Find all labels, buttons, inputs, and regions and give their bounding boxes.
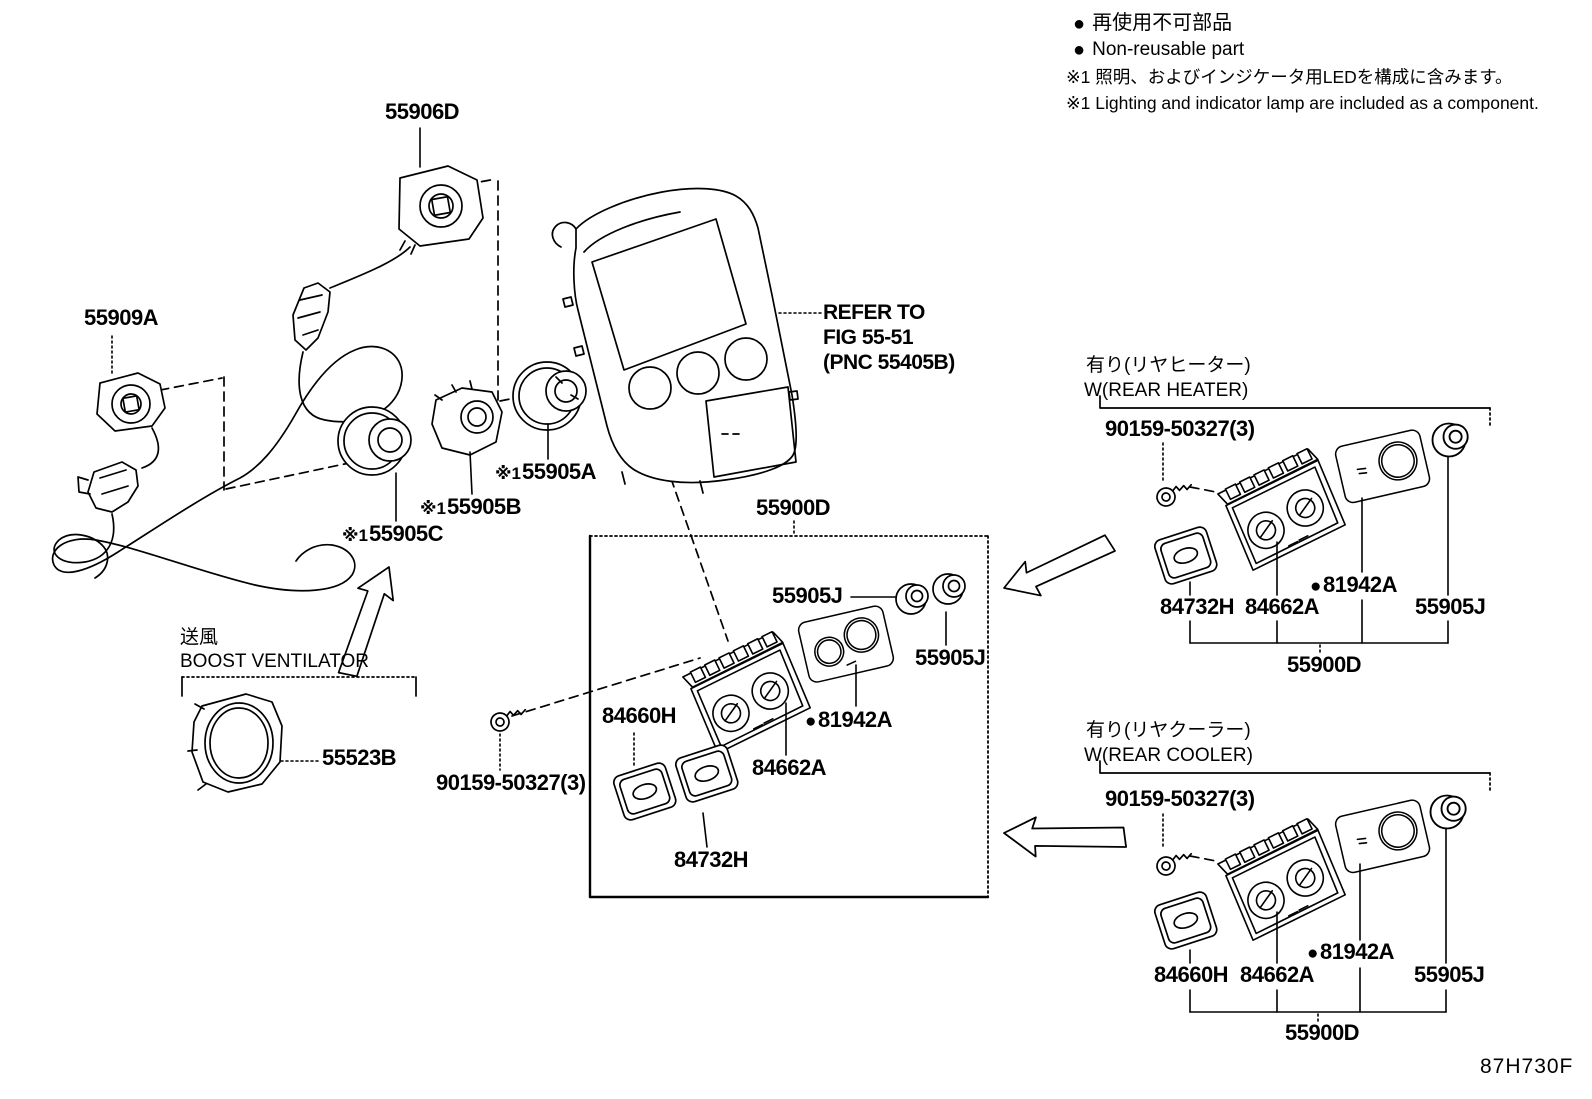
label-84732h-heater: 84732H xyxy=(1160,594,1235,619)
legend-note-jp: ※1 照明、およびインジケータ用LEDを構成に含みます。 xyxy=(1066,67,1513,87)
label-refer-to: REFER TO FIG 55-51 (PNC 55405B) xyxy=(823,301,955,374)
knob-55905a-art xyxy=(512,361,587,431)
label-55905c: ※155905C xyxy=(342,521,444,546)
label-84662a-heater: 84662A xyxy=(1245,594,1320,619)
plug-art xyxy=(77,461,139,513)
label-55905b: ※155905B xyxy=(420,494,522,519)
faceplate-main-art xyxy=(796,603,896,685)
control-unit-main-art xyxy=(676,626,817,758)
label-84660h-cooler: 84660H xyxy=(1154,962,1229,987)
label-55900d-main: 55900D xyxy=(756,495,831,520)
section-rear-cooler-jp: 有り(リヤクーラー) xyxy=(1086,720,1251,741)
rear-cooler-group-art xyxy=(1152,794,1467,952)
rear-heater-group-art xyxy=(1152,422,1469,587)
label-55900d-cooler: 55900D xyxy=(1285,1020,1360,1045)
label-84662a-main: 84662A xyxy=(752,755,827,780)
label-screw-cooler: 90159-50327(3) xyxy=(1105,786,1255,811)
leader-lines xyxy=(395,127,1449,1013)
ref-mark: ※1 xyxy=(342,526,368,545)
legend-nonreusable-jp: ●再使用不可部品 xyxy=(1073,12,1233,35)
bullet-icon: ● xyxy=(805,711,816,732)
diagram-code: 87H730F xyxy=(1480,1055,1574,1078)
ref-mark: ※1 xyxy=(495,464,521,483)
label-84660h-main: 84660H xyxy=(602,703,677,728)
label-55906d: 55906D xyxy=(385,99,460,124)
label-55905a: ※155905A xyxy=(495,459,597,484)
knob-55905c-art xyxy=(337,406,412,476)
section-brackets xyxy=(181,395,1491,793)
label-81942a-heater: ●81942A xyxy=(1310,572,1398,597)
dotted-leaders xyxy=(111,312,1321,1025)
label-55900d-heater: 55900D xyxy=(1287,652,1362,677)
switch-84732h-main-art xyxy=(673,742,741,805)
label-55905j-cooler: 55905J xyxy=(1414,962,1485,987)
label-55909a: 55909A xyxy=(84,305,159,330)
legend-note-en: ※1 Lighting and indicator lamp are inclu… xyxy=(1066,93,1539,113)
knob-55905j-art-2 xyxy=(932,573,966,605)
arrow-left-heater xyxy=(997,532,1123,607)
section-boost-en: BOOST VENTILATOR xyxy=(180,651,369,672)
bullet-icon: ● xyxy=(1073,39,1086,61)
label-55905j-1: 55905J xyxy=(772,583,843,608)
screw-main-art xyxy=(486,699,530,736)
section-rear-heater-en: W(REAR HEATER) xyxy=(1084,380,1249,401)
parts-box xyxy=(588,534,990,899)
section-rear-cooler-en: W(REAR COOLER) xyxy=(1084,745,1253,766)
label-screw-heater: 90159-50327(3) xyxy=(1105,416,1255,441)
bullet-icon: ● xyxy=(1307,943,1318,964)
harness-connector-art xyxy=(292,282,331,351)
bezel-panel-art xyxy=(551,187,799,494)
label-55905j-heater: 55905J xyxy=(1415,594,1486,619)
ref-mark: ※1 xyxy=(420,499,446,518)
switch-84660h-main-art xyxy=(611,760,679,823)
arrow-left-cooler xyxy=(1000,810,1130,870)
section-rear-heater-jp: 有り(リヤヒーター) xyxy=(1086,355,1251,376)
section-boost-jp: 送風 xyxy=(180,627,219,648)
label-84732h-main: 84732H xyxy=(674,847,749,872)
label-55523b: 55523B xyxy=(322,745,397,770)
label-screw-main: 90159-50327(3) xyxy=(436,770,586,795)
bullet-icon: ● xyxy=(1310,576,1321,597)
ring-55523b-art xyxy=(187,693,283,793)
label-84662a-cooler: 84662A xyxy=(1240,962,1315,987)
bullet-icon: ● xyxy=(1073,13,1086,35)
label-81942a-main: ●81942A xyxy=(805,707,893,732)
switch-55906d-art xyxy=(398,165,484,255)
harness-cables xyxy=(51,246,411,592)
label-55905j-2: 55905J xyxy=(915,645,986,670)
switch-55909a-art xyxy=(96,372,166,432)
switch-55905b-art xyxy=(431,380,503,456)
label-81942a-cooler: ●81942A xyxy=(1307,939,1395,964)
legend-nonreusable-en: ●Non-reusable part xyxy=(1073,39,1245,61)
knob-55905j-art-1 xyxy=(895,583,929,615)
